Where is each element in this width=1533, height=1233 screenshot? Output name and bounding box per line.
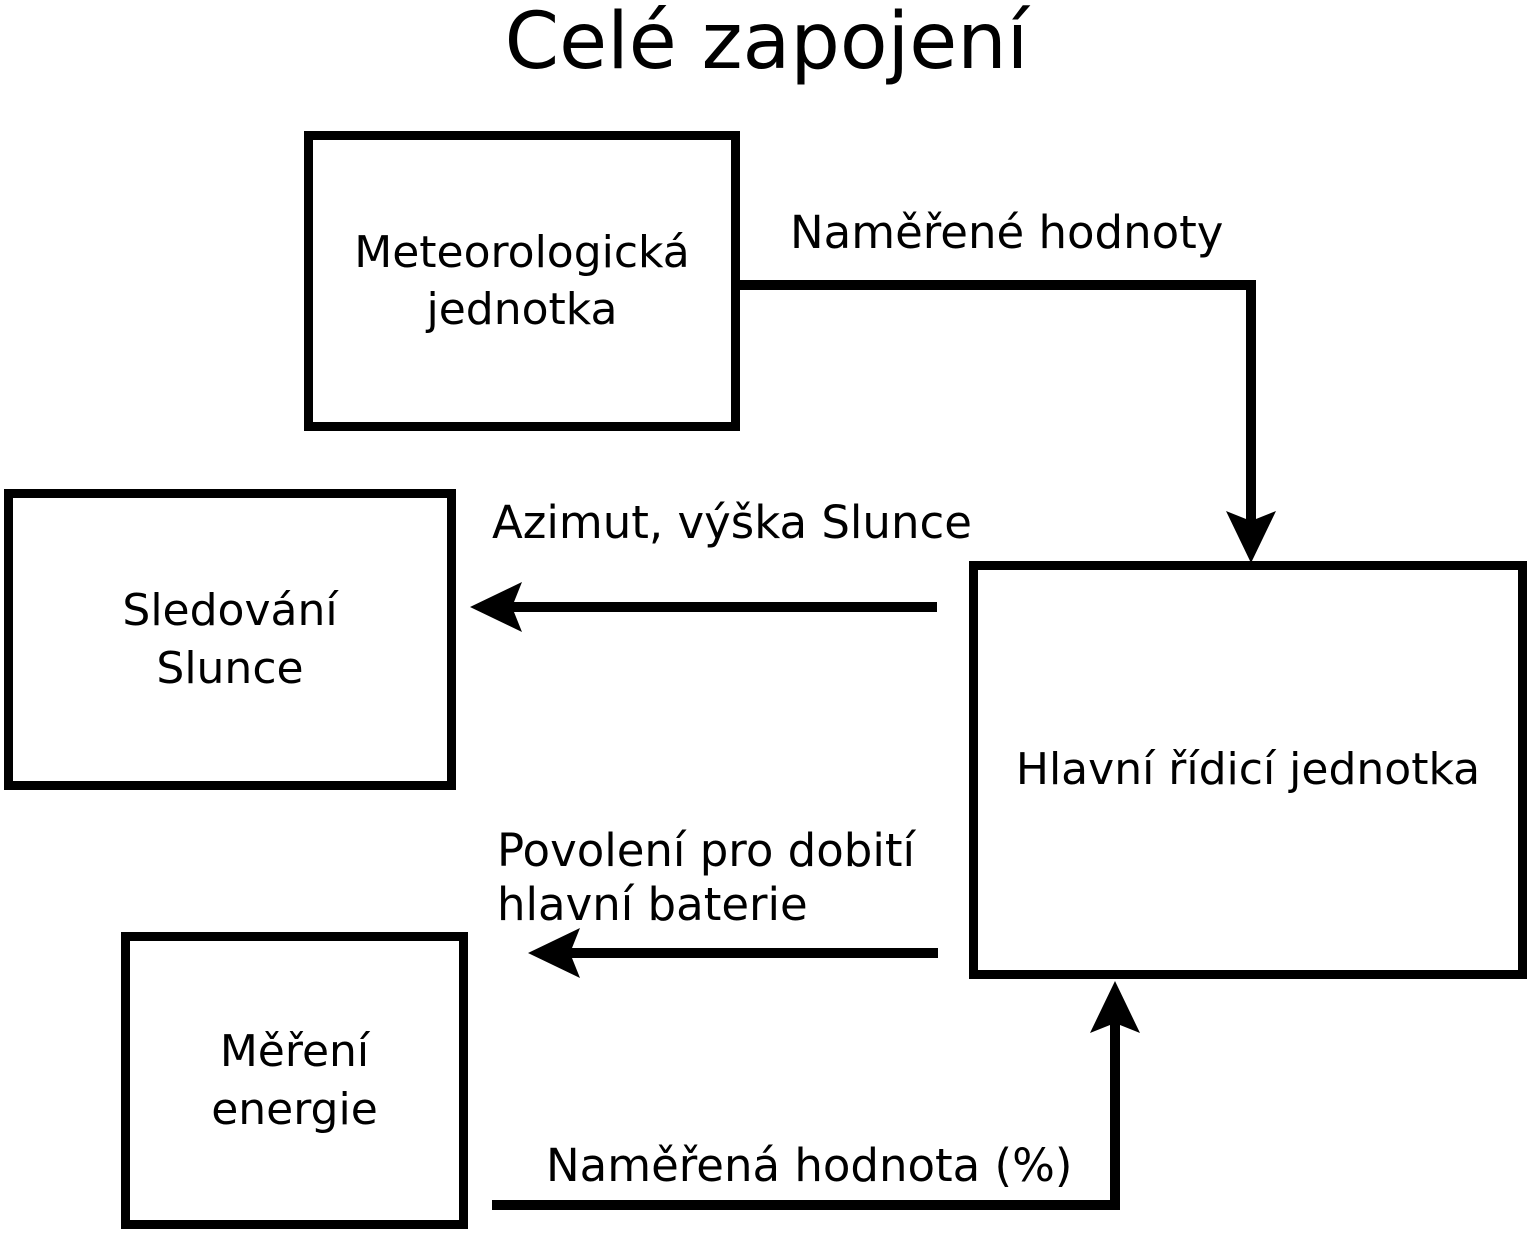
edge-namerena-arrowhead-up-icon bbox=[1090, 981, 1140, 1033]
edge-label-namerena-hodnota: Naměřená hodnota (%) bbox=[546, 1139, 1073, 1192]
diagram-title: Celé zapojení bbox=[504, 0, 1029, 87]
node-meteorologicka-jednotka: Meteorologická jednotka bbox=[304, 131, 740, 431]
node-sledovani-slunce: Sledování Slunce bbox=[4, 489, 456, 790]
node-hlavni-ridici-jednotka-label: Hlavní řídicí jednotka bbox=[1015, 744, 1481, 796]
edge-label-azimut-vyska-slunce: Azimut, výška Slunce bbox=[492, 496, 972, 549]
edge-label-povoleni-dobiti: Povolení pro dobití hlavní baterie bbox=[497, 824, 915, 931]
edge-povoleni-arrowhead-left-icon bbox=[528, 928, 580, 978]
edge-namerene-hodnoty-line bbox=[735, 280, 1256, 523]
edge-povoleni-dobiti bbox=[528, 928, 938, 978]
node-mereni-energie-label: Měření energie bbox=[211, 1026, 378, 1135]
edge-namerene-hodnoty-arrowhead-down-icon bbox=[1226, 511, 1276, 563]
node-meteorologicka-jednotka-label: Meteorologická jednotka bbox=[354, 226, 690, 335]
node-hlavni-ridici-jednotka: Hlavní řídicí jednotka bbox=[969, 561, 1527, 979]
node-sledovani-slunce-label: Sledování Slunce bbox=[122, 585, 338, 694]
edge-azimut-arrowhead-left-icon bbox=[470, 582, 522, 632]
edge-azimut-vyska-slunce bbox=[470, 582, 937, 632]
edge-label-namerene-hodnoty: Naměřené hodnoty bbox=[790, 206, 1224, 259]
node-mereni-energie: Měření energie bbox=[121, 932, 468, 1229]
